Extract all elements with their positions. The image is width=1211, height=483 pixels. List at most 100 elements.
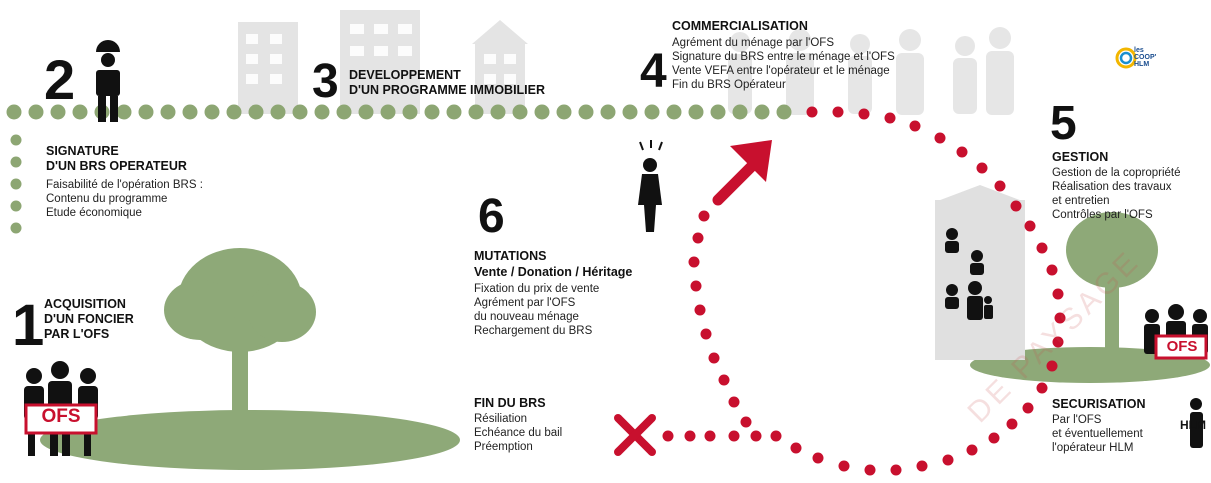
step-1-title-line: D'UN FONCIER (44, 312, 134, 326)
step-4-line: Vente VEFA entre l'opérateur et le ménag… (672, 65, 890, 77)
red-dot (1046, 360, 1058, 372)
green-dot (468, 104, 484, 120)
green-dot (556, 104, 572, 120)
step-2-line: Faisabilité de l'opération BRS : (46, 179, 203, 191)
green-dot (10, 134, 22, 146)
green-dot (358, 104, 374, 120)
green-dot (776, 104, 792, 120)
step-4-title: COMMERCIALISATION (672, 19, 808, 33)
green-dot (10, 200, 22, 212)
green-dot (72, 104, 88, 120)
green-dot (600, 104, 616, 120)
green-dot (50, 104, 66, 120)
red-dot (770, 430, 782, 442)
red-dot (692, 232, 704, 244)
green-dot (160, 104, 176, 120)
green-dot (446, 104, 462, 120)
red-dot (688, 256, 700, 268)
step-5-line: Contrôles par l'OFS (1052, 209, 1153, 221)
green-dot (314, 104, 330, 120)
step-5-line: et entretien (1052, 195, 1110, 207)
red-dot (890, 464, 902, 476)
red-dot (1022, 402, 1034, 414)
step-1-title-line: PAR L'OFS (44, 327, 110, 341)
red-dot (718, 374, 730, 386)
red-dot (728, 430, 740, 442)
securisation-line: Par l'OFS (1052, 414, 1102, 426)
green-dot (622, 104, 638, 120)
step-4-number: 4 (640, 45, 667, 98)
green-dot (754, 104, 770, 120)
red-dot (1046, 264, 1058, 276)
red-dot (864, 464, 876, 476)
fin-brs-title: FIN DU BRS (474, 396, 546, 410)
red-dotted-path (662, 106, 1066, 476)
red-dot (884, 112, 896, 124)
person-speaking-icon (638, 140, 663, 232)
fin-brs-line: Préemption (474, 441, 533, 453)
red-dot (966, 444, 978, 456)
ofs-sign-right-icon (1154, 334, 1208, 360)
red-dot (662, 430, 674, 442)
red-dot (1036, 242, 1048, 254)
step-5-title: GESTION (1052, 150, 1109, 164)
red-dot (728, 396, 740, 408)
green-dot (10, 156, 22, 168)
green-dot (292, 104, 308, 120)
securisation-line: l'opérateur HLM (1052, 442, 1134, 454)
logo-line: les (1134, 47, 1144, 54)
green-dot (534, 104, 550, 120)
green-dot (28, 104, 44, 120)
step-5-number: 5 (1050, 97, 1077, 150)
step-2-title: SIGNATURE D'UN BRS OPERATEUR (46, 144, 187, 174)
residents-icon (945, 228, 993, 320)
securisation-details: Par l'OFS et éventuellement l'opérateur … (1052, 413, 1143, 455)
building-right-icon (935, 185, 1025, 360)
red-dot (684, 430, 696, 442)
green-dot (10, 222, 22, 234)
red-dot (790, 442, 802, 454)
step-6-number: 6 (478, 190, 505, 243)
step-3-title-line: DEVELOPPEMENT (349, 68, 461, 82)
red-dot (812, 452, 824, 464)
step-4-line: Agrément du ménage par l'OFS (672, 37, 834, 49)
green-dot (182, 104, 198, 120)
green-dot (402, 104, 418, 120)
fin-brs-details: Résiliation Echéance du bail Préemption (474, 412, 562, 454)
green-dot (226, 104, 242, 120)
red-dot (750, 430, 762, 442)
green-dot (336, 104, 352, 120)
red-dot (1052, 288, 1064, 300)
step-6-line: Agrément par l'OFS (474, 297, 576, 309)
red-dot (700, 328, 712, 340)
red-dot (1024, 220, 1036, 232)
step-1-title: ACQUISITION D'UN FONCIER PAR L'OFS (44, 297, 134, 342)
step-3-title-line: D'UN PROGRAMME IMMOBILIER (349, 83, 546, 97)
step-5-details: Gestion de la copropriété Réalisation de… (1052, 166, 1181, 222)
red-dot (994, 180, 1006, 192)
red-dot (1052, 336, 1064, 348)
red-dot (1054, 312, 1066, 324)
step-2-title-line: SIGNATURE (46, 144, 119, 158)
fin-brs-line: Résiliation (474, 413, 528, 425)
step-1-number: 1 (12, 293, 45, 358)
red-dot (704, 430, 716, 442)
green-dot (380, 104, 396, 120)
red-dot (806, 106, 818, 118)
red-dot (1006, 418, 1018, 430)
tree-left (40, 248, 460, 470)
green-dot (732, 104, 748, 120)
step-6-subtitle: Vente / Donation / Héritage (474, 265, 633, 279)
green-dot (138, 104, 154, 120)
red-dot (690, 280, 702, 292)
step-2-title-line: D'UN BRS OPERATEUR (46, 159, 187, 173)
building-icon (475, 42, 525, 114)
red-dot (708, 352, 720, 364)
red-dot (988, 432, 1000, 444)
step-6-line: Rechargement du BRS (474, 325, 593, 337)
green-dot (204, 104, 220, 120)
family-icons (728, 27, 1014, 115)
red-dot (916, 460, 928, 472)
step-4-line: Signature du BRS entre le ménage et l'OF… (672, 51, 895, 63)
